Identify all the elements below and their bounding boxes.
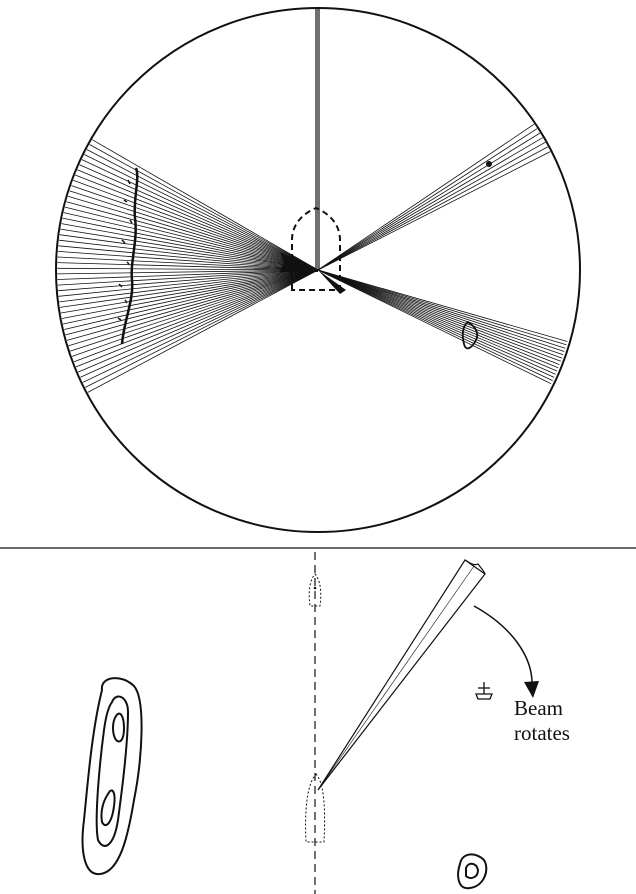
- echo-ray: [65, 269, 319, 336]
- heading-marker-line: [315, 8, 320, 270]
- echo-ray: [64, 269, 319, 330]
- left-echo-sector: [57, 139, 319, 393]
- echo-ray: [62, 269, 319, 325]
- beam-end-wavy: [464, 559, 486, 575]
- echo-ray: [64, 206, 319, 271]
- ship-ahead-outline: [308, 573, 322, 607]
- echo-ray: [81, 159, 319, 271]
- echo-ray: [66, 201, 319, 271]
- rotation-arrow-curve: [473, 605, 533, 689]
- upper-right-echo-sector: [317, 123, 551, 271]
- radar-display-panel: [55, 7, 581, 533]
- echo-ray: [82, 269, 319, 383]
- echo-ray: [73, 269, 319, 363]
- island-contour-right: [457, 853, 488, 890]
- echo-ray: [60, 228, 319, 271]
- beam-rotates-label-line1: Beam: [514, 696, 563, 720]
- echo-ray: [71, 269, 319, 357]
- echo-ray: [317, 146, 548, 271]
- center-beam-origin-right: [318, 270, 346, 294]
- echo-ray: [57, 251, 319, 271]
- echo-ray: [317, 269, 567, 346]
- echo-ray: [59, 269, 319, 308]
- echo-ray: [86, 149, 319, 271]
- echo-ray: [68, 269, 319, 347]
- center-beam-origin: [280, 252, 318, 272]
- echo-ray: [317, 269, 552, 385]
- echo-ray: [79, 164, 319, 271]
- echo-ray: [71, 185, 319, 271]
- echo-ray: [63, 212, 319, 271]
- beam-rotates-label-line2: rotates: [514, 721, 570, 745]
- echo-ray: [60, 269, 319, 314]
- echo-ray: [317, 141, 546, 271]
- echo-ray: [70, 269, 319, 352]
- echo-ray: [317, 269, 555, 378]
- echo-ray: [66, 269, 319, 341]
- echo-ray: [317, 269, 561, 362]
- own-ship-outline: [291, 206, 341, 291]
- echo-ray: [317, 269, 560, 365]
- rotation-arrow-head: [524, 681, 539, 698]
- echo-ray: [317, 269, 553, 381]
- echo-ray: [87, 269, 319, 393]
- echo-ray: [58, 269, 319, 292]
- echo-ray: [317, 269, 566, 349]
- echo-ray: [61, 223, 319, 271]
- echo-ray: [317, 269, 563, 359]
- coastline-echo-speckle: [117, 179, 133, 321]
- echo-ray: [317, 269, 556, 375]
- echo-ray: [92, 139, 319, 271]
- echo-ray: [317, 137, 543, 271]
- radar-screen-circle: [55, 7, 581, 533]
- echo-ray: [84, 154, 319, 271]
- echo-ray: [61, 269, 319, 319]
- echo-ray: [69, 190, 319, 271]
- echo-ray: [58, 269, 319, 297]
- echo-ray: [59, 269, 319, 303]
- echo-ray: [67, 195, 319, 271]
- echo-ray: [317, 269, 564, 356]
- echo-ray: [57, 256, 319, 271]
- echo-ray: [73, 179, 319, 271]
- echo-ray: [57, 262, 319, 271]
- echo-ray: [57, 267, 319, 271]
- echo-ray: [75, 174, 319, 271]
- echo-ray: [317, 269, 558, 372]
- radar-beam-inner: [317, 565, 475, 791]
- echo-ray: [57, 269, 319, 275]
- echo-ray: [317, 151, 551, 271]
- echo-ray: [317, 128, 538, 271]
- ship-ahead-dot: [313, 586, 317, 590]
- echo-ray: [58, 245, 319, 271]
- coastline-echo: [120, 167, 139, 345]
- echo-ray: [57, 269, 319, 286]
- echo-ray: [80, 269, 319, 378]
- plan-view-panel: Beam rotates: [81, 552, 570, 894]
- echo-ray: [77, 169, 319, 271]
- echo-ray: [317, 269, 559, 369]
- echo-ray: [59, 234, 319, 271]
- echo-ray: [62, 217, 319, 271]
- echo-ray: [317, 269, 565, 352]
- beacon-symbol: [475, 682, 493, 700]
- radar-beam: [317, 559, 486, 791]
- echo-ray: [77, 269, 319, 373]
- land-contour-left: [81, 677, 143, 876]
- echo-ray: [57, 269, 319, 280]
- echo-ray: [89, 144, 319, 271]
- small-island-echo: [461, 320, 479, 350]
- echo-ray: [317, 269, 568, 342]
- echo-ray: [317, 132, 541, 271]
- lower-right-echo-sector: [317, 269, 568, 385]
- echo-ray: [85, 269, 319, 388]
- echo-ray: [317, 123, 535, 271]
- echo-ray: [58, 239, 319, 271]
- echo-ray: [75, 269, 319, 368]
- point-target-echo: [486, 161, 492, 167]
